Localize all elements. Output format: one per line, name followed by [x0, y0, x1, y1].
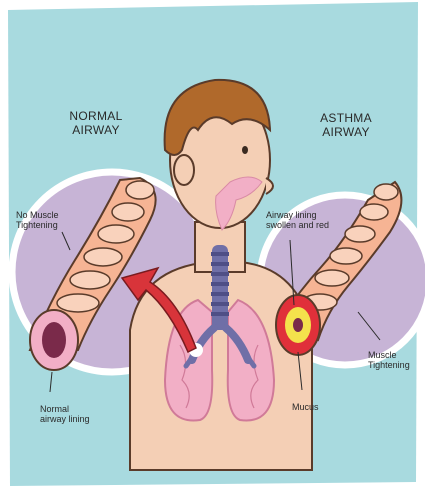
label-no-muscle-tightening: No Muscle Tightening: [16, 210, 86, 231]
label-muscle-tightening: Muscle Tightening: [368, 350, 424, 371]
ear: [174, 155, 194, 185]
eye: [242, 146, 248, 154]
label-mucus: Mucus: [292, 402, 352, 412]
normal-airway-title: NORMAL AIRWAY: [56, 110, 136, 138]
asthma-airway-title: ASTHMA AIRWAY: [306, 112, 386, 140]
normal-airway-lumen: [42, 322, 66, 358]
label-normal-airway-lining: Normal airway lining: [40, 404, 120, 425]
label-airway-lining-swollen: Airway lining swollen and red: [266, 210, 356, 231]
asthma-airway-lumen: [293, 318, 303, 332]
